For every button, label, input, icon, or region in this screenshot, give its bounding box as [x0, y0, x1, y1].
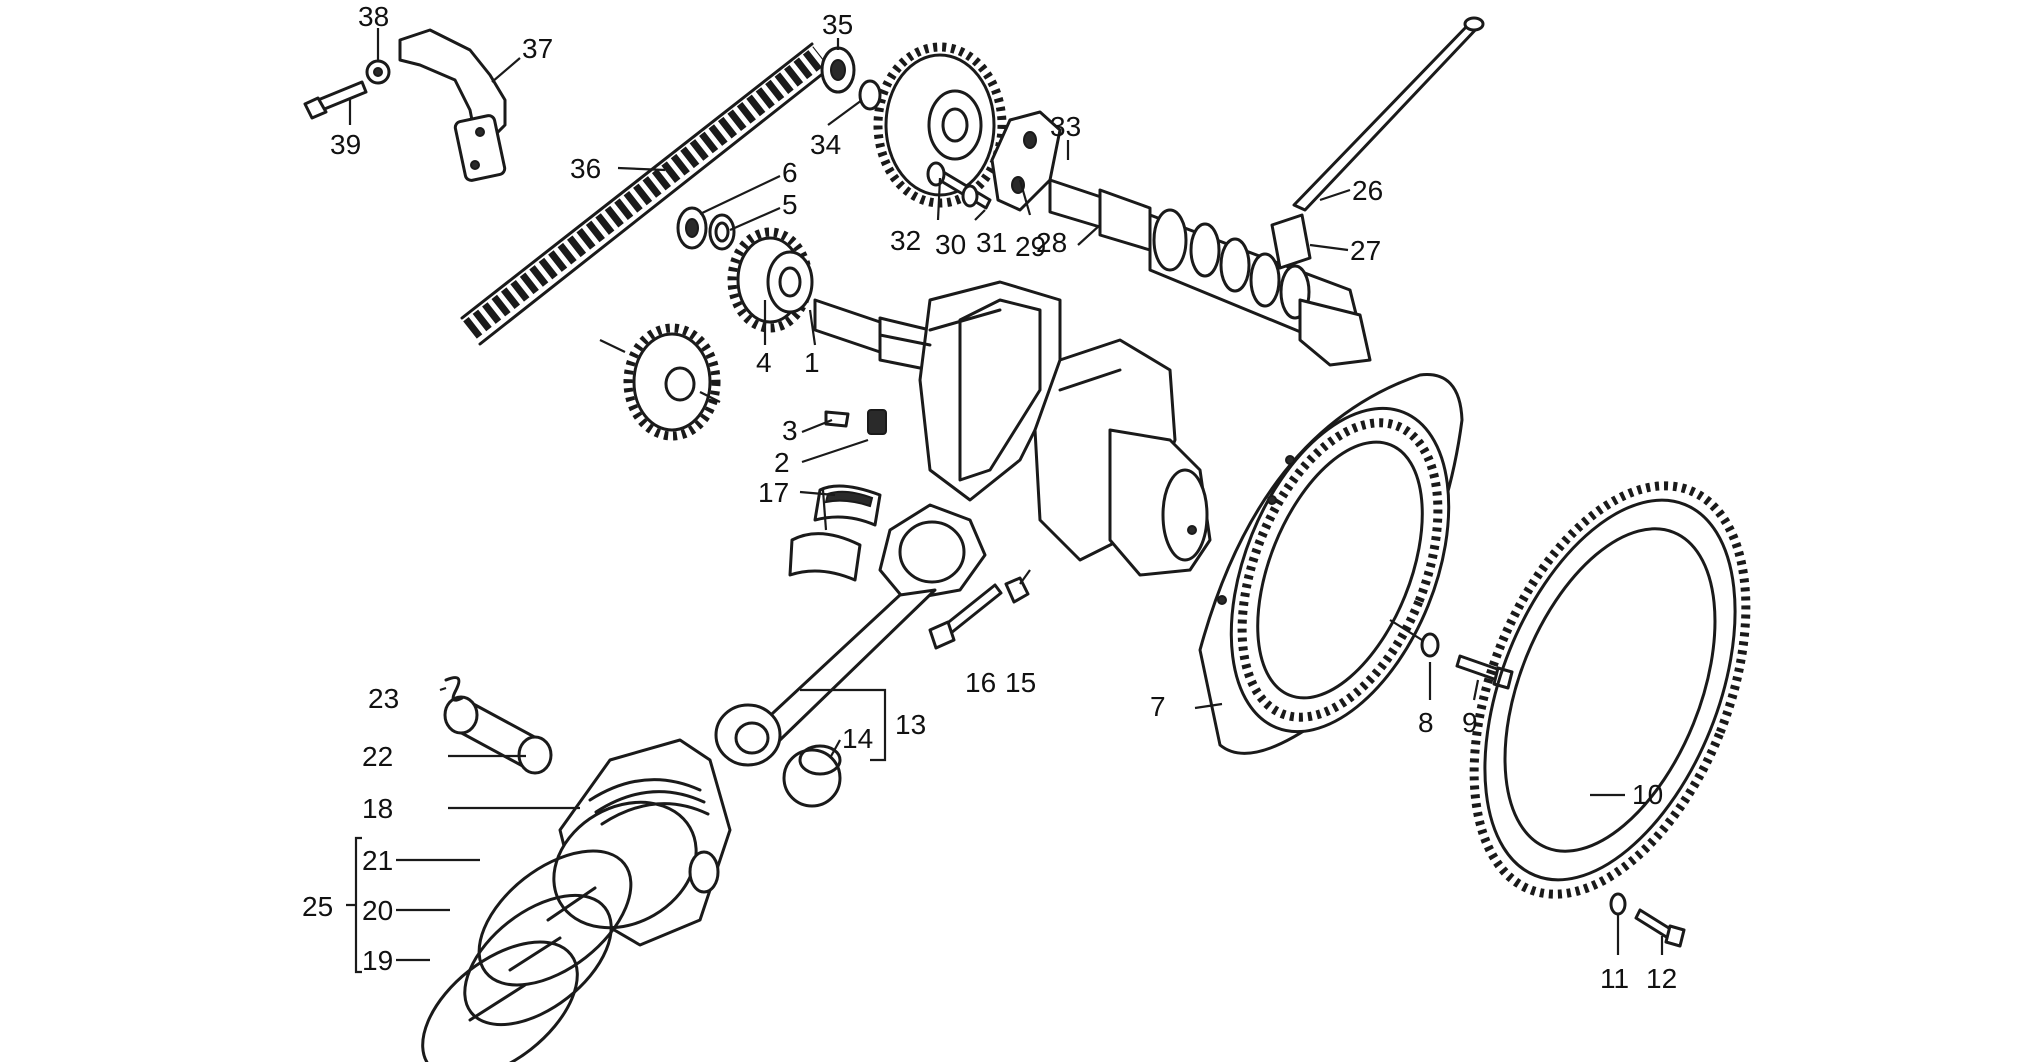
callout-30: 30 [935, 229, 966, 260]
callout-27: 27 [1350, 235, 1381, 266]
callout-31: 31 [976, 227, 1007, 258]
push-rod [1292, 16, 1485, 212]
callout-23: 23 [368, 683, 399, 714]
callout-1: 1 [804, 347, 820, 378]
callout-33: 33 [1050, 111, 1081, 142]
cam-washer-34 [858, 79, 882, 111]
callout-5: 5 [782, 189, 798, 220]
small-end-bush [782, 744, 842, 808]
callout-21: 21 [362, 845, 393, 876]
callout-7: 7 [1150, 691, 1166, 722]
cam-spacer-35 [820, 46, 856, 94]
crank-washer-6 [676, 206, 708, 250]
connecting-rod [714, 503, 987, 767]
conrod-nut [1004, 576, 1030, 604]
callout-2: 2 [774, 447, 790, 478]
ring-gear-washer [1609, 892, 1627, 916]
callout-18: 18 [362, 793, 393, 824]
callout-17: 17 [758, 477, 789, 508]
callout-28: 28 [1036, 227, 1067, 258]
callout-8: 8 [1418, 707, 1434, 738]
tappet [1270, 213, 1312, 270]
callout-37: 37 [522, 33, 553, 64]
callout-15: 15 [1005, 667, 1036, 698]
crank-washer-5 [708, 213, 736, 251]
piston [552, 738, 732, 947]
woodruff-key [824, 410, 850, 428]
piston-pin [443, 695, 553, 775]
cam-plate-washer [961, 184, 979, 208]
callout-22: 22 [362, 741, 393, 772]
callout-20: 20 [362, 895, 393, 926]
callout-19: 19 [362, 945, 393, 976]
lower-sprocket [599, 323, 721, 441]
flywheel [1198, 373, 1464, 755]
crankshaft [813, 280, 1212, 577]
callout-4: 4 [756, 347, 772, 378]
camshaft [1048, 178, 1372, 367]
callout-labels: 38 37 39 36 35 34 6 5 33 32 30 31 29 28 … [302, 1, 1677, 994]
chain-guide-bracket [398, 28, 507, 182]
crank-sprocket [727, 227, 814, 333]
ring-gear-bolt [1634, 908, 1686, 948]
callout-34: 34 [810, 129, 841, 160]
callout-26: 26 [1352, 175, 1383, 206]
callout-13: 13 [895, 709, 926, 740]
callout-29: 29 [1015, 231, 1046, 262]
callout-9: 9 [1462, 707, 1478, 738]
callout-16: 16 [965, 667, 996, 698]
flywheel-bolt [1455, 654, 1514, 690]
bracket-washer [365, 59, 391, 85]
callout-12: 12 [1646, 963, 1677, 994]
piston-pin-clip [444, 676, 464, 702]
timing-chain [460, 42, 832, 346]
bracket-bolt [303, 80, 368, 120]
callout-32: 32 [890, 225, 921, 256]
leader-lines [346, 28, 1664, 974]
callout-36: 36 [570, 153, 601, 184]
cam-thrust-plate [990, 110, 1062, 212]
callout-25: 25 [302, 891, 333, 922]
callout-11: 11 [1600, 963, 1629, 994]
callout-6: 6 [782, 157, 798, 188]
piston-rings [421, 849, 633, 1062]
main-bearing-2 [867, 409, 887, 435]
callout-38: 38 [358, 1, 389, 32]
callout-10: 10 [1632, 779, 1663, 810]
callout-35: 35 [822, 9, 853, 40]
ring-gear [1469, 481, 1751, 899]
cam-sprocket [873, 42, 1007, 208]
callout-39: 39 [330, 129, 361, 160]
callout-3: 3 [782, 415, 798, 446]
flywheel-washer [1420, 632, 1440, 658]
conrod-bolt [928, 583, 1003, 650]
conrod-bearing-shells [788, 484, 882, 582]
callout-14: 14 [842, 723, 873, 754]
